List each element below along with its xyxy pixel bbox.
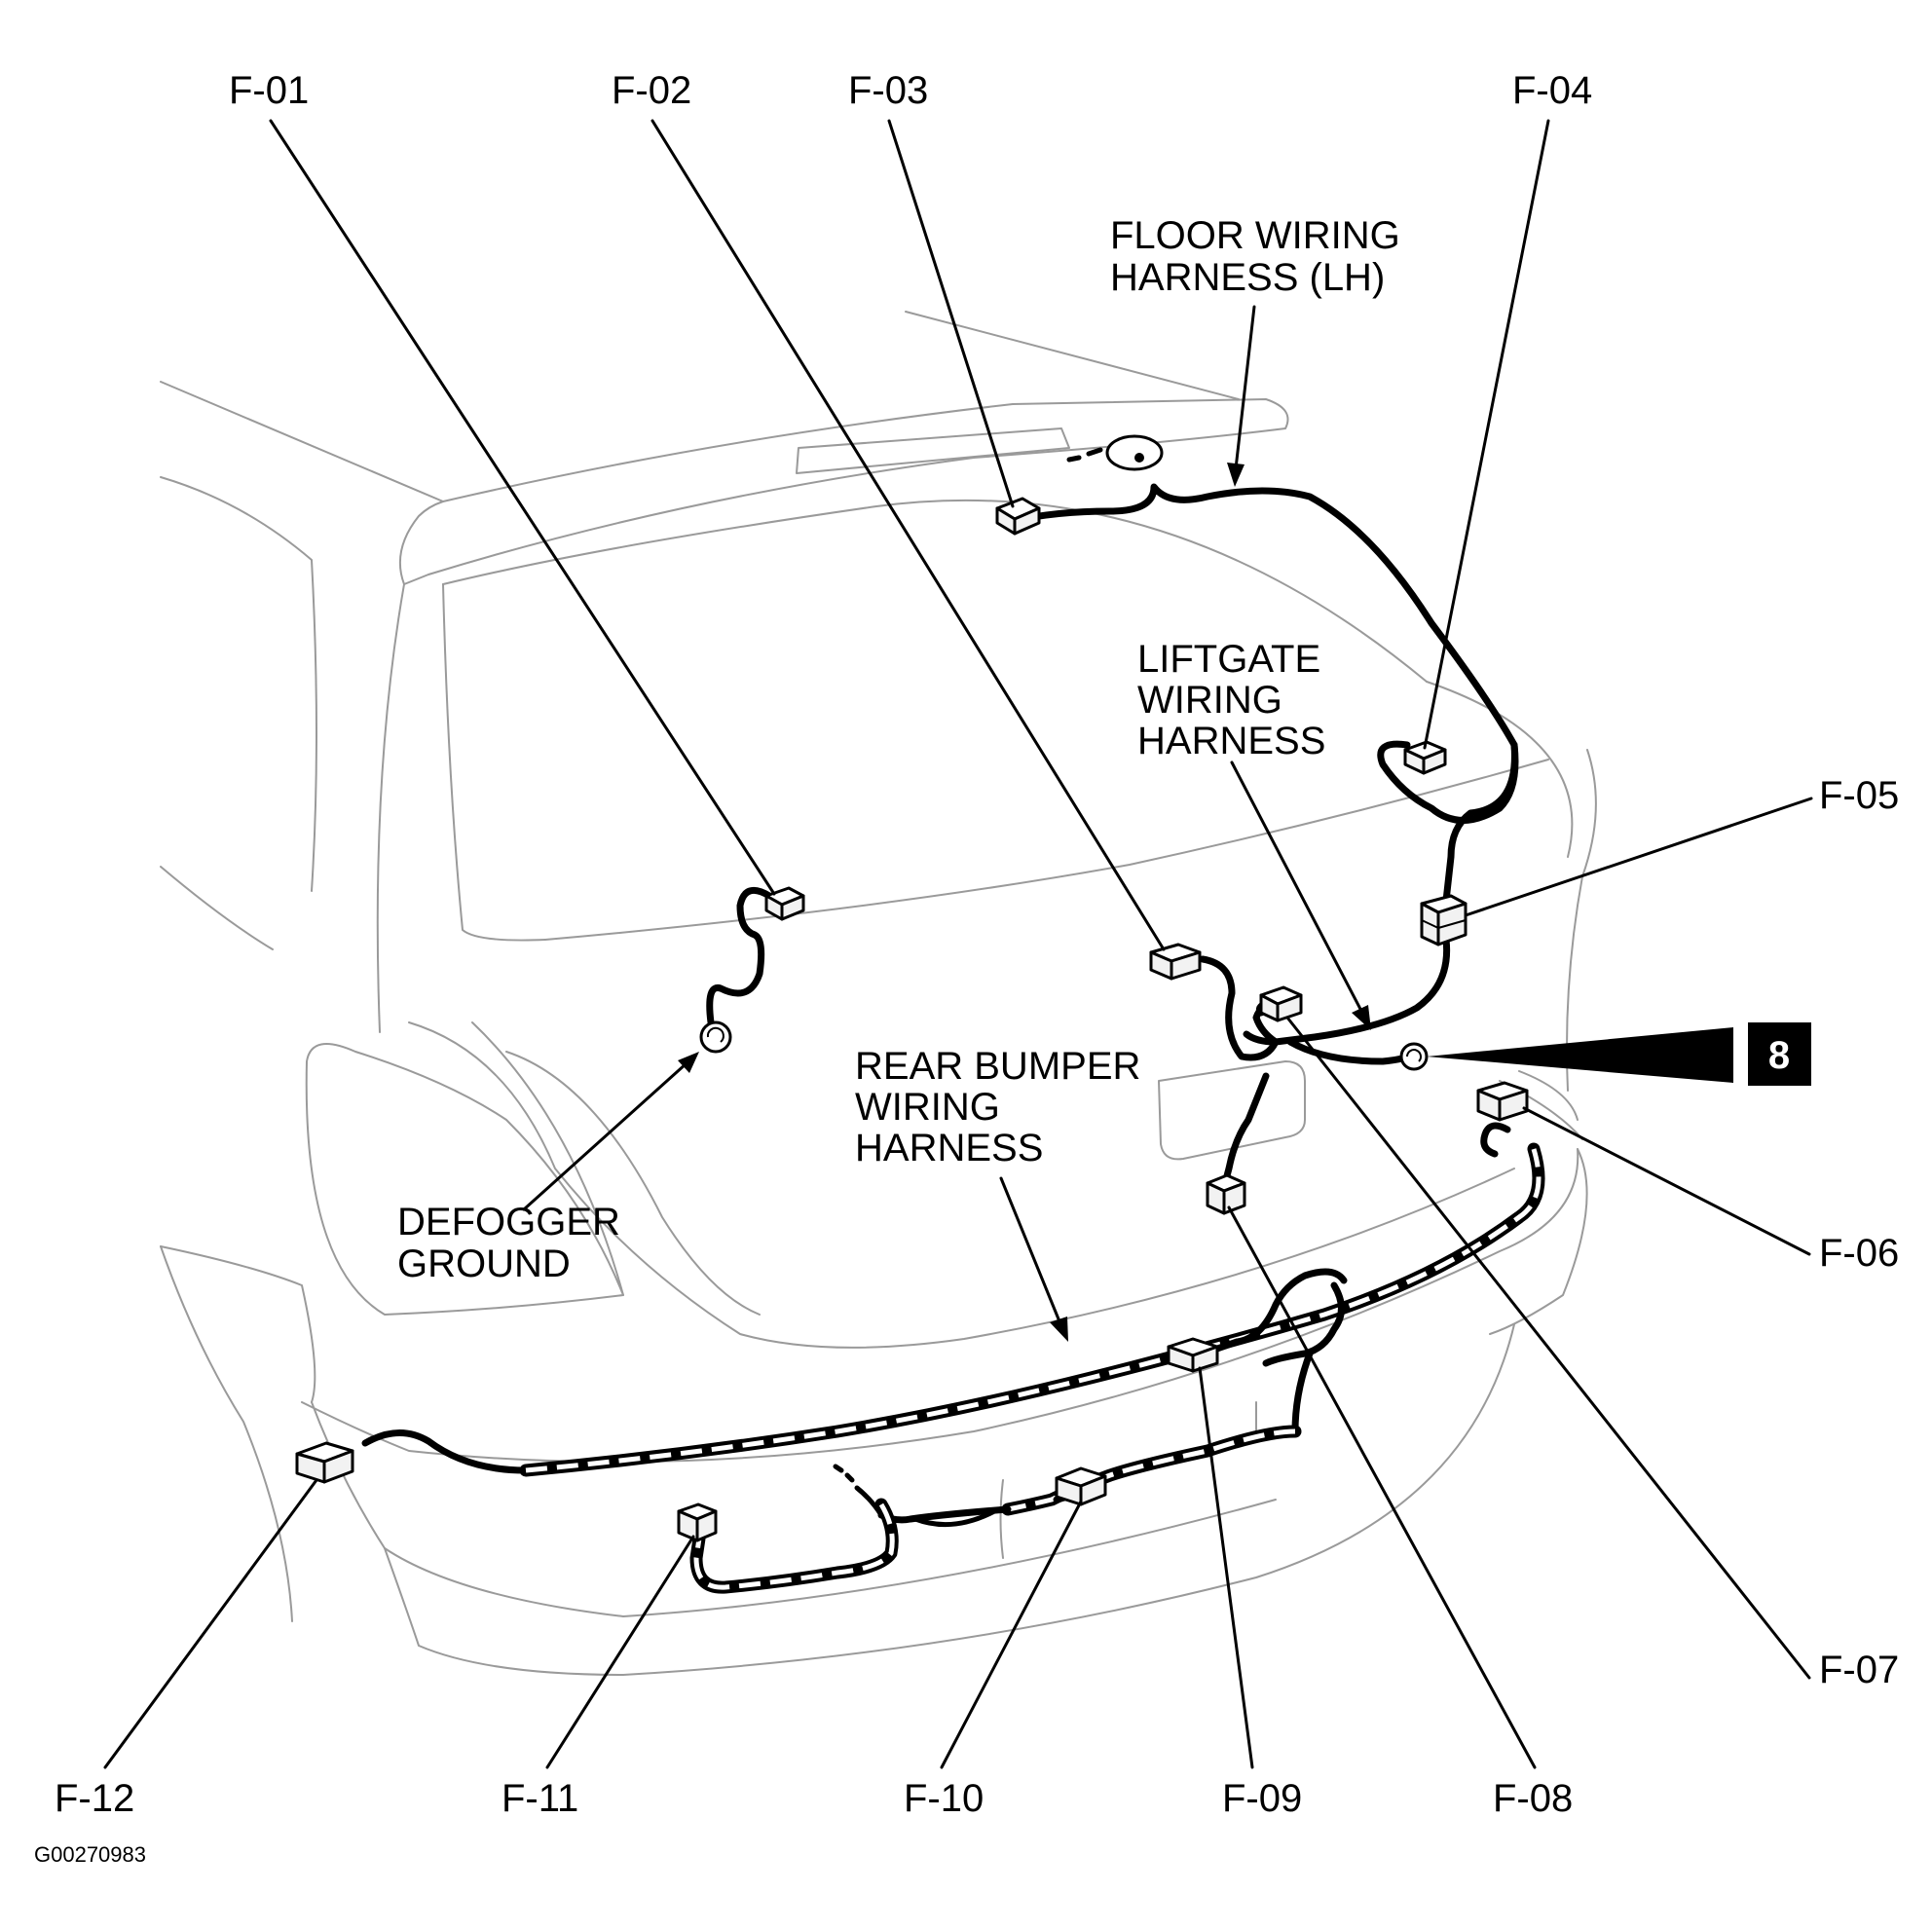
- label-f08: F-08: [1493, 1777, 1573, 1820]
- callout-floor-harness-line2: HARNESS (LH): [1110, 256, 1385, 299]
- label-f09: F-09: [1222, 1777, 1302, 1820]
- leader-lines: [103, 119, 1813, 1769]
- leader-liftgate-harness: [1230, 760, 1365, 1017]
- leader-f08: [1227, 1206, 1537, 1769]
- connectors: [295, 497, 1529, 1542]
- leader-f12: [103, 1478, 318, 1769]
- defogger-harness: [706, 886, 773, 1026]
- arrow-liftgate-harness: [1352, 1005, 1371, 1030]
- leader-f02: [650, 119, 1166, 951]
- callout-liftgate-harness-line1: LIFTGATE: [1137, 638, 1320, 681]
- connector-f12: [295, 1441, 354, 1484]
- callout-rear-bumper-line3: HARNESS: [855, 1127, 1043, 1169]
- label-f06: F-06: [1819, 1232, 1899, 1275]
- connector-f10: [1055, 1466, 1107, 1506]
- floor-harness-grommet: [1105, 434, 1164, 471]
- leader-f07: [1285, 1016, 1811, 1680]
- leader-f05: [1464, 797, 1813, 917]
- label-f11: F-11: [502, 1777, 578, 1820]
- leader-f04: [1423, 119, 1550, 750]
- callout-defogger-ground-line1: DEFOGGER: [397, 1201, 620, 1243]
- arrow-defogger-ground: [678, 1052, 699, 1073]
- leader-floor-harness: [1233, 305, 1256, 479]
- label-f10: F-10: [904, 1777, 984, 1820]
- connector-f06: [1476, 1081, 1529, 1122]
- liftgate-ground-bolt: [1399, 1042, 1429, 1071]
- connector-f07: [1259, 985, 1303, 1022]
- leader-rear-bumper-harness: [999, 1176, 1063, 1328]
- label-f03: F-03: [848, 69, 928, 112]
- connector-labels: F-01 F-02 F-03 F-04 F-05 F-06 F-07 F-08 …: [55, 69, 1899, 1820]
- figure-id: G00270983: [34, 1842, 146, 1867]
- connector-f04: [1403, 740, 1447, 775]
- connector-f01: [764, 886, 805, 921]
- defogger-ground-bolt: [699, 1020, 732, 1054]
- arrow-rear-bumper-harness: [1050, 1317, 1068, 1342]
- connector-f03: [995, 497, 1041, 536]
- label-f07: F-07: [1819, 1649, 1899, 1691]
- ground-badge-number: 8: [1768, 1034, 1790, 1077]
- floor-wiring-harness-lh: [1009, 435, 1519, 1046]
- leader-defogger-ground: [522, 1061, 688, 1211]
- label-f04: F-04: [1512, 69, 1592, 112]
- callout-liftgate-harness-line2: WIRING: [1137, 679, 1282, 722]
- ground-badge-box: [1748, 1022, 1811, 1086]
- vehicle-outline: [160, 311, 1597, 1676]
- callout-rear-bumper-line1: REAR BUMPER: [855, 1045, 1140, 1088]
- connector-f05: [1420, 894, 1468, 946]
- leader-f03: [887, 119, 1015, 508]
- label-f12: F-12: [55, 1777, 134, 1820]
- connector-f11: [677, 1502, 718, 1542]
- liftgate-wiring-harness: [1199, 955, 1411, 1187]
- callout-labels: FLOOR WIRING HARNESS (LH) LIFTGATE WIRIN…: [397, 214, 1400, 1285]
- arrow-floor-harness: [1227, 463, 1245, 487]
- connector-f08: [1206, 1173, 1246, 1215]
- label-f02: F-02: [612, 69, 691, 112]
- connector-f09: [1167, 1337, 1219, 1373]
- label-f05: F-05: [1819, 774, 1899, 817]
- leader-f09: [1198, 1366, 1254, 1769]
- leader-f01: [269, 119, 776, 896]
- leader-f10: [940, 1500, 1083, 1769]
- callout-floor-harness-line1: FLOOR WIRING: [1110, 214, 1400, 257]
- leader-f11: [545, 1535, 695, 1769]
- label-f01: F-01: [229, 69, 309, 112]
- leader-f06: [1522, 1106, 1811, 1256]
- ground-badge: 8: [1748, 1022, 1811, 1086]
- callout-liftgate-harness-line3: HARNESS: [1137, 720, 1325, 762]
- callout-rear-bumper-line2: WIRING: [855, 1086, 1000, 1129]
- ground-pointer-wedge: [1427, 1027, 1733, 1083]
- rear-bumper-wiring-harness: [361, 1122, 1545, 1594]
- connector-f02: [1149, 943, 1202, 981]
- callout-defogger-ground-line2: GROUND: [397, 1243, 571, 1285]
